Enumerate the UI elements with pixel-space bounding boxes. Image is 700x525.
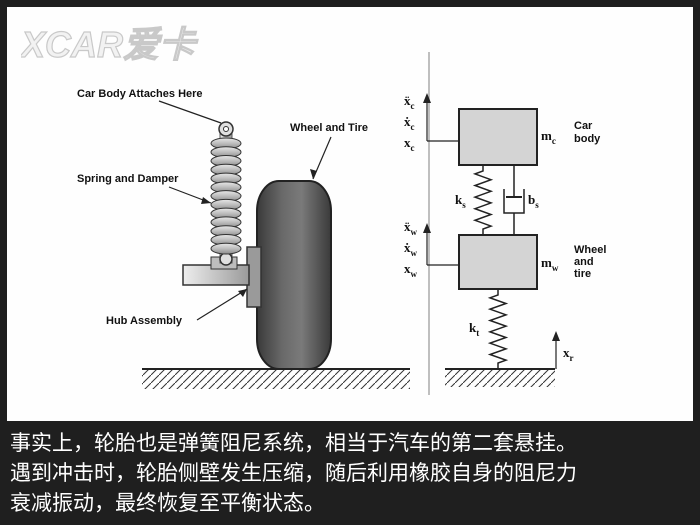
body-velocity-symbol: ẋc bbox=[404, 114, 415, 132]
wheel-state-arrow bbox=[423, 223, 459, 266]
road-input-arrow bbox=[552, 331, 560, 369]
suspension-diagram: Car Body Attaches Here Spring and Damper… bbox=[77, 52, 606, 395]
spring-coil bbox=[210, 242, 242, 255]
wheel-name-line1: Wheel bbox=[574, 244, 606, 256]
tire bbox=[246, 180, 332, 370]
road-input-symbol: xr bbox=[563, 345, 574, 363]
caption-line-1: 事实上，轮胎也是弹簧阻尼系统，相当于汽车的第二套悬挂。 bbox=[10, 431, 577, 455]
body-name-line1: Car bbox=[574, 120, 593, 132]
tire-spring bbox=[487, 289, 509, 369]
body-accel-symbol: ẍc bbox=[404, 93, 415, 111]
xcar-logo: XCAR爱卡 bbox=[21, 23, 200, 65]
svg-text:XCAR爱卡: XCAR爱卡 bbox=[21, 24, 199, 65]
wheel-name-line3: tire bbox=[574, 268, 591, 280]
caption-line-2: 遇到冲击时，轮胎侧壁发生压缩，随后利用橡胶自身的阻尼力 bbox=[10, 461, 577, 485]
suspension-spring-symbol: ks bbox=[455, 192, 466, 210]
label-spring-damper: Spring and Damper bbox=[77, 173, 179, 185]
caption-text: 事实上，轮胎也是弹簧阻尼系统，相当于汽车的第二套悬挂。 遇到冲击时，轮胎侧壁发生… bbox=[10, 428, 694, 518]
label-wheel-tire: Wheel and Tire bbox=[290, 122, 368, 134]
ground-left bbox=[142, 368, 410, 389]
wheel-mass-symbol: mw bbox=[541, 255, 559, 273]
body-mass-block bbox=[458, 108, 538, 166]
hub-assembly bbox=[182, 256, 250, 286]
spring-and-damper bbox=[210, 121, 242, 266]
diagram-panel: Car Body Attaches Here Spring and Damper… bbox=[7, 7, 693, 421]
wheel-name-line2: and bbox=[574, 256, 594, 268]
suspension-spring bbox=[472, 165, 494, 235]
ground-right bbox=[445, 368, 555, 387]
body-position-symbol: xc bbox=[404, 135, 415, 153]
body-mass-symbol: mc bbox=[541, 128, 556, 146]
wheel-velocity-symbol: ẋw bbox=[404, 240, 418, 258]
caption-line-3: 衰减振动，最终恢复至平衡状态。 bbox=[10, 491, 325, 515]
wheel-position-symbol: xw bbox=[404, 261, 418, 279]
wheel-accel-symbol: ẍw bbox=[404, 219, 418, 237]
label-car-body-attaches: Car Body Attaches Here bbox=[77, 88, 203, 100]
suspension-damper bbox=[503, 165, 525, 235]
suspension-damper-symbol: bs bbox=[528, 192, 539, 210]
body-name-line2: body bbox=[574, 133, 601, 145]
tire-spring-symbol: kt bbox=[469, 320, 479, 338]
label-hub-assembly: Hub Assembly bbox=[106, 315, 183, 327]
body-state-arrow bbox=[423, 93, 459, 142]
wheel-mass-block bbox=[458, 234, 538, 290]
